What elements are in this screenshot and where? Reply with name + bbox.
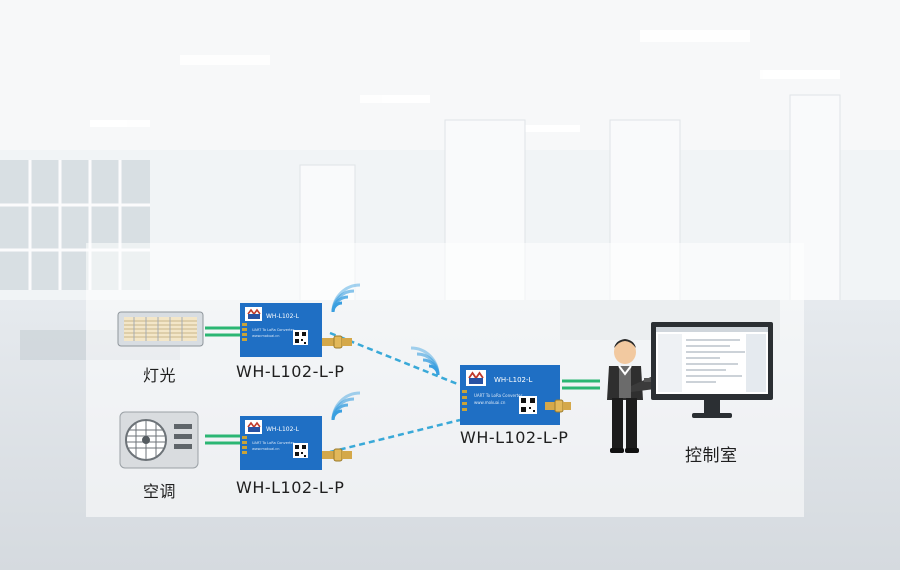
module-center-label: WH-L102-L-P xyxy=(460,428,569,447)
wireless-signal-icon xyxy=(331,283,362,314)
lora-module-center: WH-L102-L UART To LoRa Converter www.mok… xyxy=(460,365,571,425)
module-top-label: WH-L102-L-P xyxy=(236,362,345,381)
link-bottom xyxy=(329,418,461,454)
monitor-icon xyxy=(651,322,773,418)
light-fixture-icon xyxy=(117,311,204,347)
board-title: WH-L102-L xyxy=(266,313,300,320)
control-room-label: 控制室 xyxy=(685,446,738,466)
module-bottom-label: WH-L102-L-P xyxy=(236,478,345,497)
board-caption: UART To LoRa Converter xyxy=(474,393,523,398)
board-url: www.mokuai.cn xyxy=(252,334,279,338)
ac-label: 空调 xyxy=(143,482,177,501)
board-caption: UART To LoRa Converter xyxy=(252,441,295,445)
serial-wires xyxy=(205,326,600,445)
lora-module-bottom: WH-L102-L UART To LoRa Converter www.mok… xyxy=(240,416,352,470)
wireless-signal-icon xyxy=(331,391,362,422)
lora-module-top: WH-L102-L UART To LoRa Converter www.mok… xyxy=(240,303,352,357)
board-title: WH-L102-L xyxy=(494,376,532,384)
board-url: www.mokuai.cn xyxy=(474,400,506,405)
board-title: WH-L102-L xyxy=(266,426,300,433)
board-url: www.mokuai.cn xyxy=(252,447,279,451)
board-caption: UART To LoRa Converter xyxy=(252,328,295,332)
light-label: 灯光 xyxy=(143,366,177,385)
lora-link-lines xyxy=(329,331,461,454)
air-conditioner-icon xyxy=(119,411,199,469)
